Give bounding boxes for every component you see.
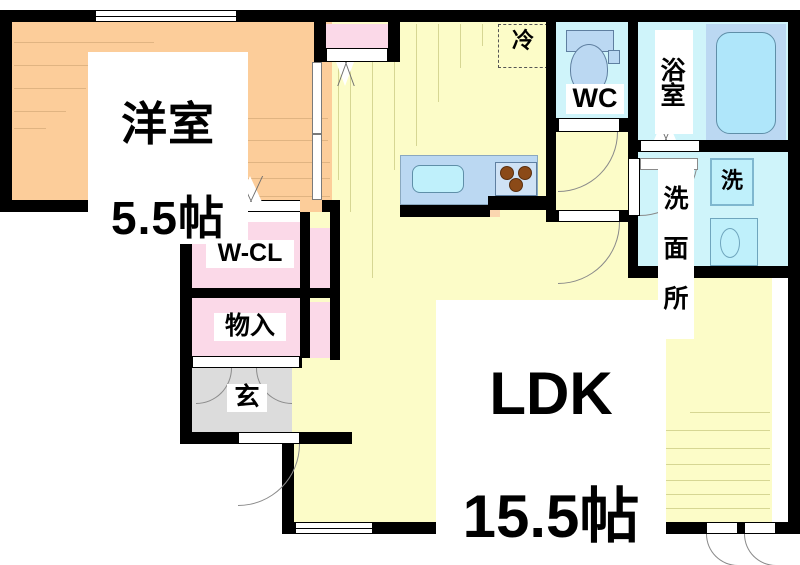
lavatory-bowl bbox=[720, 228, 740, 258]
closet-side-strip-lower bbox=[308, 302, 330, 358]
ldk-grain-h1 bbox=[690, 412, 770, 413]
bath-door-threshold[interactable] bbox=[640, 140, 700, 152]
wall-stub-bedroom-right bbox=[322, 200, 340, 212]
wall-closet-right bbox=[300, 212, 310, 358]
washroom-door-threshold[interactable] bbox=[628, 158, 640, 216]
closet-side-strip-upper bbox=[308, 228, 330, 288]
wall-stub-kitchen bbox=[488, 196, 546, 210]
balcony-door-right-threshold[interactable] bbox=[744, 522, 776, 534]
stove-burner-left bbox=[500, 166, 514, 180]
balcony-door-left-threshold[interactable] bbox=[706, 522, 738, 534]
bedroom-grain-4 bbox=[14, 111, 66, 112]
ldk-window-bottom-left[interactable] bbox=[296, 522, 372, 534]
entrance-label: 玄 bbox=[227, 384, 267, 412]
storage-label: 物入 bbox=[214, 313, 286, 341]
ldk-grain-v4 bbox=[416, 24, 417, 146]
bath-label-char1: 浴室 bbox=[657, 57, 685, 107]
bedroom-grain-2 bbox=[14, 65, 126, 66]
washer-label: 洗 bbox=[720, 168, 743, 193]
ldk-label: LDK 15.5帖 bbox=[436, 300, 666, 549]
wall-stub-upper-closet-bottom-r bbox=[386, 48, 400, 62]
wall-ldk-left-corridor bbox=[330, 212, 340, 360]
ldk-grain-v8 bbox=[338, 62, 339, 180]
bathtub bbox=[716, 32, 776, 134]
bedroom-ldk-sliding-door-panel-2[interactable] bbox=[312, 134, 322, 200]
toilet-label: WC bbox=[566, 84, 624, 114]
kitchen-sink-basin bbox=[412, 165, 464, 193]
stove-burner-front bbox=[509, 178, 523, 192]
bedroom-ldk-sliding-door-panel-1[interactable] bbox=[312, 62, 322, 134]
stove-burner-right bbox=[518, 166, 532, 180]
ldk-grain-v3 bbox=[394, 62, 395, 170]
wall-bath-left bbox=[628, 10, 638, 146]
toilet-lever bbox=[608, 50, 620, 64]
wall-washroom-bottom bbox=[628, 266, 788, 278]
wcl-label: W-CL bbox=[206, 240, 294, 268]
ldk-grain-v2 bbox=[372, 62, 373, 278]
upper-closet-door-arrow bbox=[336, 62, 354, 86]
wall-stub-upper-closet-right bbox=[388, 10, 400, 60]
wall-stub-upper-closet-bottom-l bbox=[314, 48, 328, 62]
wall-lobby-left bbox=[546, 132, 556, 218]
wall-closet-divider bbox=[180, 288, 332, 298]
bedroom-window[interactable] bbox=[96, 10, 236, 22]
ldk-grain-v5 bbox=[438, 24, 439, 102]
bedroom-grain-6 bbox=[228, 118, 328, 119]
washroom-char-3: 所 bbox=[663, 285, 689, 313]
wall-wc-left bbox=[546, 10, 556, 122]
bedroom-label-line2: 5.5帖 bbox=[111, 191, 225, 244]
bedroom-grain-3 bbox=[14, 88, 86, 89]
ldk-label-line1: LDK bbox=[489, 360, 613, 428]
ldk-grain-h2 bbox=[660, 430, 770, 431]
upper-closet-door[interactable] bbox=[326, 48, 388, 62]
refrigerator-label: 冷 bbox=[511, 28, 534, 53]
bedroom-grain-1 bbox=[14, 42, 154, 43]
wc-door-threshold[interactable] bbox=[558, 118, 620, 132]
ldk-grain-h4 bbox=[590, 464, 770, 465]
wall-entrance-bottom bbox=[180, 432, 240, 444]
ldk-grain-v7 bbox=[482, 24, 483, 46]
ldk-grain-v6 bbox=[460, 24, 461, 68]
washroom-char-2: 面 bbox=[663, 235, 689, 263]
wall-stub-upper-closet-left bbox=[314, 10, 326, 60]
bedroom-grain-5 bbox=[14, 128, 46, 129]
wall-top-mid bbox=[290, 10, 300, 22]
wall-stub-kitchen2 bbox=[400, 205, 490, 217]
wall-closet-left bbox=[180, 200, 192, 444]
entrance-front-door-threshold[interactable] bbox=[238, 432, 300, 444]
wall-right-outer bbox=[788, 10, 800, 534]
bedroom-grain-8 bbox=[188, 162, 330, 163]
bedroom-label-line1: 洋室 bbox=[121, 97, 215, 150]
bath-label: 浴室 bbox=[655, 30, 693, 134]
bedroom-label: 洋室 5.5帖 bbox=[88, 52, 248, 244]
storage-closet-door[interactable] bbox=[192, 356, 300, 368]
lobby-door-threshold[interactable] bbox=[558, 210, 620, 222]
wall-entrance-bottom-r bbox=[300, 432, 352, 444]
ldk-label-line2: 15.5帖 bbox=[462, 482, 640, 550]
washroom-label: 洗 面 所 bbox=[658, 160, 694, 339]
ldk-grain-h3 bbox=[624, 448, 770, 449]
washer-space bbox=[710, 158, 754, 206]
bedroom-grain-7 bbox=[208, 140, 328, 141]
wall-left-outer bbox=[0, 10, 12, 212]
balcony-door-right-swing[interactable] bbox=[744, 534, 776, 565]
washroom-char-1: 洗 bbox=[663, 185, 689, 213]
ldk-grain-v1 bbox=[350, 62, 351, 212]
balcony-door-left-swing[interactable] bbox=[706, 534, 738, 565]
